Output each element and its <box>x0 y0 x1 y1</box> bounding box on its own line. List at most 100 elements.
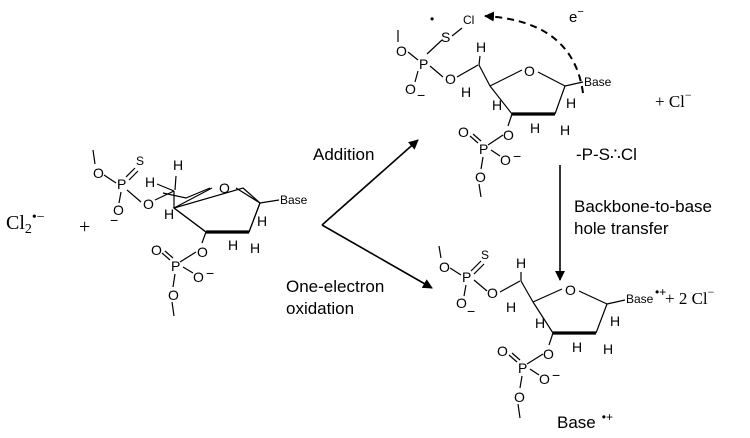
bond-line <box>489 85 513 115</box>
bond-line <box>478 183 482 198</box>
bond-line <box>487 134 504 146</box>
bond-line <box>517 403 521 419</box>
atom-label: O <box>514 389 525 405</box>
plus-sign-reagents: + <box>79 216 90 238</box>
atom-label: O <box>193 269 204 285</box>
atom-label: S <box>481 248 489 262</box>
atom-label: O <box>524 63 535 79</box>
bond-line <box>532 288 563 303</box>
atom-label: O <box>487 285 498 301</box>
atom-label: H <box>610 313 620 329</box>
bond-line <box>174 175 177 191</box>
atom-label: H <box>164 206 174 222</box>
atom-label: O <box>219 180 230 196</box>
bond-line <box>478 55 481 66</box>
bond-line <box>182 266 194 274</box>
transfer-label-line1: Backbone-to-base <box>574 197 712 216</box>
atom-label: O <box>458 124 469 140</box>
atom-label: O <box>497 343 508 359</box>
atom-label: − <box>552 367 560 383</box>
atom-label: Cl <box>463 13 474 27</box>
atom-label: H <box>476 39 486 55</box>
atom-label: S <box>136 154 144 168</box>
atom-label: − <box>417 87 425 103</box>
electron-label: e− <box>569 6 584 26</box>
base-cation-label: Base•+ <box>557 410 613 432</box>
bond-line <box>520 280 534 303</box>
atom-label: H <box>145 174 155 190</box>
atom-label: − <box>513 148 521 164</box>
bond-line <box>463 284 467 297</box>
branching-arrows <box>321 139 433 289</box>
atom-label: H <box>492 97 502 113</box>
atom-label: H <box>603 341 613 357</box>
bond-line <box>578 290 608 305</box>
base-radical-cation-charge: •+ <box>655 285 666 299</box>
atom-label: O <box>143 196 154 212</box>
bond-line <box>529 368 540 376</box>
atom-label: O <box>439 259 450 275</box>
atom-label: S <box>441 29 450 45</box>
atom-label: H <box>228 237 238 253</box>
bond-line <box>103 174 117 184</box>
bond-line <box>470 260 482 272</box>
phosphorothioate-nucleotide-reactant: O Base H H H H H H O P S O O − O P O <box>92 149 308 317</box>
atom-label: Base <box>626 292 654 306</box>
atom-label: O <box>405 81 416 97</box>
atom-label: H <box>530 120 540 136</box>
bond-line <box>451 27 463 37</box>
bond-line <box>235 187 261 204</box>
atom-label: Cl2•− <box>6 210 45 237</box>
atom-label: H <box>461 84 471 100</box>
atom-label: H <box>173 157 183 173</box>
bond-line <box>473 263 485 275</box>
bond-line <box>171 301 175 317</box>
radical-dot-top: • <box>430 12 434 26</box>
bond-line <box>548 332 554 346</box>
atom-label: O <box>197 244 208 260</box>
bond-line <box>172 273 176 288</box>
bond-line <box>532 301 554 334</box>
bond-line <box>526 353 544 365</box>
bond-line <box>407 51 419 61</box>
atom-label: O <box>500 152 511 168</box>
atom-label: O <box>168 287 179 303</box>
atom-label: O <box>445 71 456 87</box>
bond-line <box>508 354 518 363</box>
bottom-chloride-label: + 2 Cl− <box>665 285 715 308</box>
bond-line <box>201 231 207 244</box>
bond-line <box>480 156 484 170</box>
bond-line <box>478 64 491 87</box>
atom-label: P <box>462 269 471 285</box>
bond-line <box>118 191 122 204</box>
chlorine-radical-anion: Cl2•− <box>6 210 45 237</box>
atom-label: P <box>518 360 527 376</box>
bond-line <box>429 65 444 78</box>
oxidation-label-line2: oxidation <box>286 299 354 318</box>
bond-line <box>179 251 197 263</box>
bond-line <box>519 375 523 389</box>
atom-label: O <box>565 282 576 298</box>
transfer-label-line2: hole transfer <box>574 219 669 238</box>
bond-line <box>92 149 96 165</box>
bond-line <box>456 64 479 78</box>
atom-label: O <box>503 127 514 143</box>
bond-line <box>507 113 513 127</box>
atom-label: O <box>475 169 486 185</box>
bond-line <box>606 299 626 305</box>
adduct-label: -P-S∴Cl <box>576 145 637 164</box>
atom-label: P <box>419 56 428 72</box>
bond-line <box>489 69 523 87</box>
sulfur-chlorine-adduct: e− • S Cl P O O − O H H O H Base H H <box>396 6 612 198</box>
bond-line <box>426 39 443 55</box>
atom-label: P <box>117 176 126 192</box>
bond-line <box>173 187 213 209</box>
bond-line <box>511 352 521 361</box>
atom-label: O <box>456 295 467 311</box>
atom-label: H <box>257 213 267 229</box>
bond-line <box>248 202 261 233</box>
atom-label: O <box>396 43 407 59</box>
atom-label: Base <box>584 75 612 89</box>
atom-label: H <box>250 240 260 256</box>
bond-line <box>499 280 521 293</box>
